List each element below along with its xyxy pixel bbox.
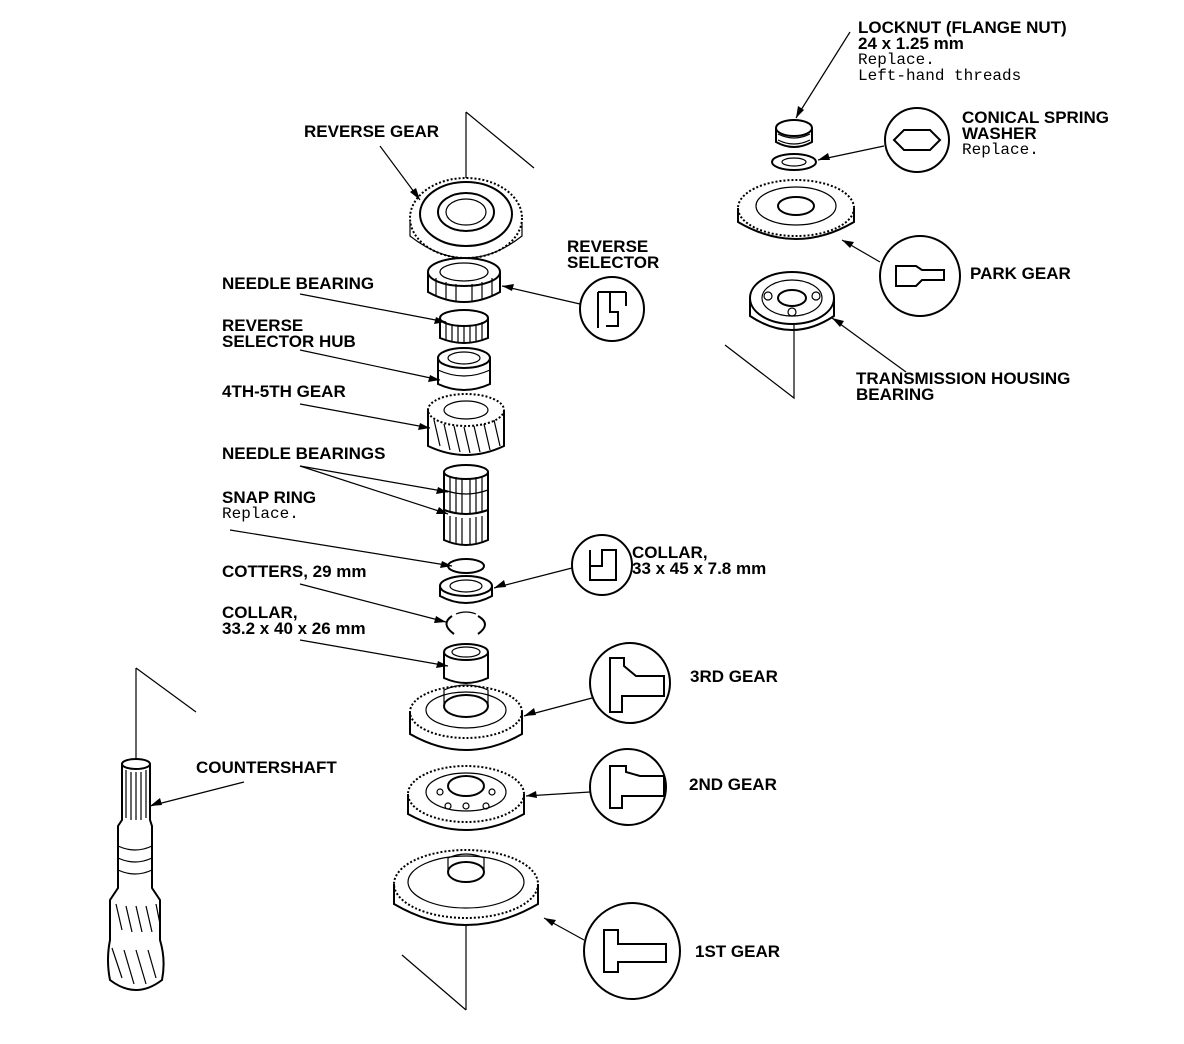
label-collar-lower-line-2: 33.2 x 40 x 26 mm	[222, 619, 366, 638]
reverse-gear-part	[409, 177, 523, 259]
label-transmission-housing-bearing-line-2: BEARING	[856, 385, 935, 404]
label-reverse-selector-hub-line-2: SELECTOR HUB	[222, 332, 356, 351]
label-collar-upper-line-1: COLLAR,	[632, 543, 708, 562]
third-gear-part	[409, 684, 523, 751]
label-second-gear: 2ND GEAR	[689, 775, 777, 794]
collar-lower-part	[443, 643, 489, 684]
reverse-selector-hub-part	[437, 347, 491, 391]
collar-upper-part	[439, 575, 493, 604]
cotters-part	[445, 611, 486, 635]
label-conical-spring-washer: CONICAL SPRING WASHER Replace.	[962, 108, 1110, 159]
first-gear-detail	[583, 902, 681, 1000]
second-gear-detail	[589, 748, 667, 826]
label-third-gear: 3RD GEAR	[690, 667, 778, 686]
third-gear-detail	[589, 642, 671, 724]
label-locknut-name: LOCKNUT (FLANGE NUT)	[858, 18, 1067, 37]
needle-bearings-part	[443, 464, 489, 546]
label-conical-spring-washer-line-1: CONICAL SPRING	[962, 108, 1110, 127]
label-locknut: LOCKNUT (FLANGE NUT) 24 x 1.25 mm Replac…	[858, 18, 1067, 85]
label-transmission-housing-bearing-line-1: TRANSMISSION HOUSING	[856, 369, 1071, 388]
transmission-housing-bearing-part	[749, 271, 835, 331]
park-gear-detail	[879, 235, 961, 317]
snap-ring-part	[447, 558, 485, 574]
label-park-gear: PARK GEAR	[970, 264, 1071, 283]
label-reverse-selector: REVERSE SELECTOR	[567, 237, 660, 272]
leader-lines	[149, 31, 907, 941]
assembly-axis-lines	[135, 111, 795, 1011]
label-collar-lower-line-1: COLLAR,	[222, 603, 298, 622]
label-conical-spring-washer-line-2: WASHER	[962, 124, 1037, 143]
label-transmission-housing-bearing: TRANSMISSION HOUSING BEARING	[856, 369, 1071, 404]
collar-upper-detail	[571, 534, 633, 596]
label-first-gear: 1ST GEAR	[695, 942, 781, 961]
first-gear-part	[393, 849, 539, 926]
label-countershaft: COUNTERSHAFT	[196, 758, 337, 777]
conical-spring-washer-detail	[884, 107, 950, 173]
label-cotters: COTTERS, 29 mm	[222, 562, 367, 581]
label-collar-lower: COLLAR, 33.2 x 40 x 26 mm	[222, 603, 366, 638]
countershaft-part	[107, 758, 165, 991]
label-locknut-note-2: Left-hand threads	[858, 67, 1022, 85]
second-gear-part	[407, 765, 525, 831]
label-collar-upper: COLLAR, 33 x 45 x 7.8 mm	[632, 543, 767, 578]
label-locknut-size: 24 x 1.25 mm	[858, 34, 964, 53]
label-locknut-note-1: Replace.	[858, 51, 935, 69]
conical-spring-washer-part	[771, 153, 817, 171]
label-snap-ring-name: SNAP RING	[222, 488, 317, 507]
label-reverse-gear: REVERSE GEAR	[304, 122, 440, 141]
label-snap-ring-note: Replace.	[222, 505, 299, 523]
label-fourth-fifth-gear: 4TH-5TH GEAR	[222, 382, 346, 401]
label-reverse-selector-hub-line-1: REVERSE	[222, 316, 304, 335]
fourth-fifth-gear-part	[427, 393, 505, 456]
label-needle-bearings: NEEDLE BEARINGS	[222, 444, 386, 463]
label-reverse-selector-hub: REVERSE SELECTOR HUB	[222, 316, 356, 351]
reverse-selector-detail	[579, 276, 645, 342]
locknut-part	[775, 119, 813, 148]
label-needle-bearing: NEEDLE BEARING	[222, 274, 375, 293]
label-snap-ring: SNAP RING Replace.	[222, 488, 317, 523]
label-reverse-selector-line-1: REVERSE	[567, 237, 649, 256]
needle-bearing-part	[439, 309, 489, 344]
park-gear-part	[737, 179, 855, 240]
reverse-selector-part	[427, 257, 501, 303]
label-reverse-selector-line-2: SELECTOR	[567, 253, 660, 272]
label-collar-upper-line-2: 33 x 45 x 7.8 mm	[632, 559, 767, 578]
label-conical-spring-washer-note: Replace.	[962, 141, 1039, 159]
